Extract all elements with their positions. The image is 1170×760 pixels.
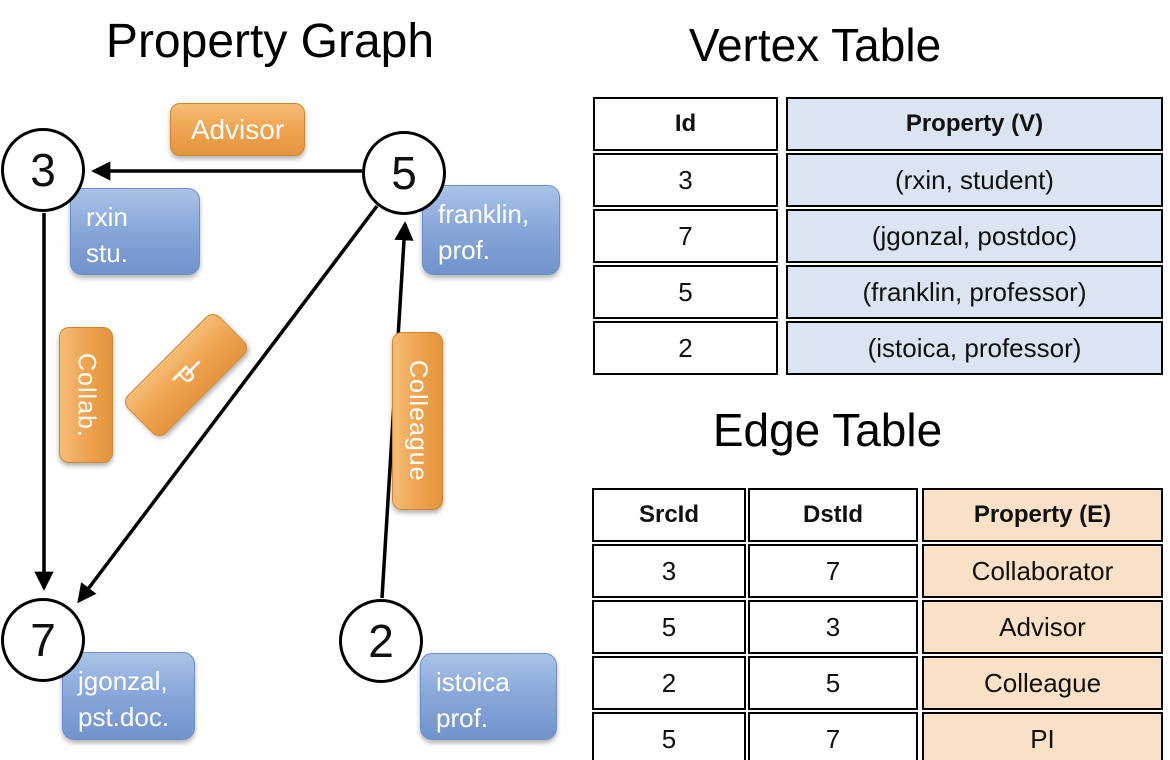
table-row: Advisor (922, 600, 1163, 654)
table-row: (jgonzal, postdoc) (786, 209, 1163, 263)
table-row: 2 (593, 321, 778, 375)
edge-table-property-column: Property (E) Collaborator Advisor Collea… (920, 486, 1165, 760)
table-row: (franklin, professor) (786, 265, 1163, 319)
property-graph-title: Property Graph (105, 15, 435, 68)
vertex-prop-istoica: istoica prof. (420, 653, 557, 740)
table-row: 3 (593, 153, 778, 207)
vertex-prop-line: franklin, (438, 199, 530, 229)
table-row: 3 7 (592, 544, 918, 598)
graph-node-7: 7 (1, 598, 85, 682)
vertex-col-property-header: Property (V) (786, 97, 1163, 151)
edge-pi-5-to-7 (77, 204, 379, 604)
table-row: Colleague (922, 656, 1163, 710)
edge-table-title: Edge Table (712, 404, 943, 456)
vertex-table-title: Vertex Table (688, 19, 942, 71)
table-row: Collaborator (922, 544, 1163, 598)
graph-node-3: 3 (1, 128, 85, 212)
node-id: 3 (30, 144, 56, 196)
edge-label-colleague-text: Colleague (404, 360, 432, 482)
vertex-table-property-column: Property (V) (rxin, student) (jgonzal, p… (784, 95, 1165, 377)
vertex-prop-line: prof. (438, 235, 491, 266)
vertex-prop-line: rxin (86, 202, 128, 232)
vertex-prop-line: istoica (436, 667, 510, 697)
edge-label-collab-text: Collab. (72, 352, 101, 438)
edge-label-collab: Collab. (59, 327, 113, 463)
vertex-prop-line: stu. (86, 238, 128, 269)
graph-node-2: 2 (339, 599, 423, 683)
node-id: 5 (391, 147, 417, 199)
edge-col-property-header: Property (E) (922, 488, 1163, 542)
table-row: PI (922, 712, 1163, 760)
table-row: 5 3 (592, 600, 918, 654)
vertex-prop-rxin: rxin stu. (70, 188, 200, 275)
vertex-col-id-header: Id (593, 97, 778, 151)
edge-table-id-columns: SrcId DstId 3 7 5 3 2 5 5 7 (590, 486, 920, 760)
edge-label-pi-text: PI (166, 354, 207, 395)
vertex-table-id-column: Id 3 7 5 2 (591, 95, 780, 377)
vertex-prop-line: pst.doc. (78, 702, 170, 733)
node-id: 2 (368, 615, 394, 667)
edge-label-advisor-text: Advisor (190, 113, 285, 145)
table-row: (istoica, professor) (786, 321, 1163, 375)
table-row: (rxin, student) (786, 153, 1163, 207)
node-id: 7 (30, 614, 56, 666)
graph-node-5: 5 (362, 131, 446, 215)
edge-col-dstid-header: DstId (748, 488, 918, 542)
vertex-prop-line: jgonzal, (78, 666, 168, 696)
table-row: 2 5 (592, 656, 918, 710)
table-row: 5 (593, 265, 778, 319)
vertex-prop-jgonzal: jgonzal, pst.doc. (62, 652, 195, 740)
vertex-prop-franklin: franklin, prof. (422, 185, 560, 275)
edge-col-srcid-header: SrcId (592, 488, 746, 542)
table-row: 7 (593, 209, 778, 263)
vertex-prop-line: prof. (436, 703, 489, 734)
edge-label-advisor: Advisor (170, 103, 305, 156)
edge-label-colleague: Colleague (392, 332, 443, 510)
table-row: 5 7 (592, 712, 918, 760)
